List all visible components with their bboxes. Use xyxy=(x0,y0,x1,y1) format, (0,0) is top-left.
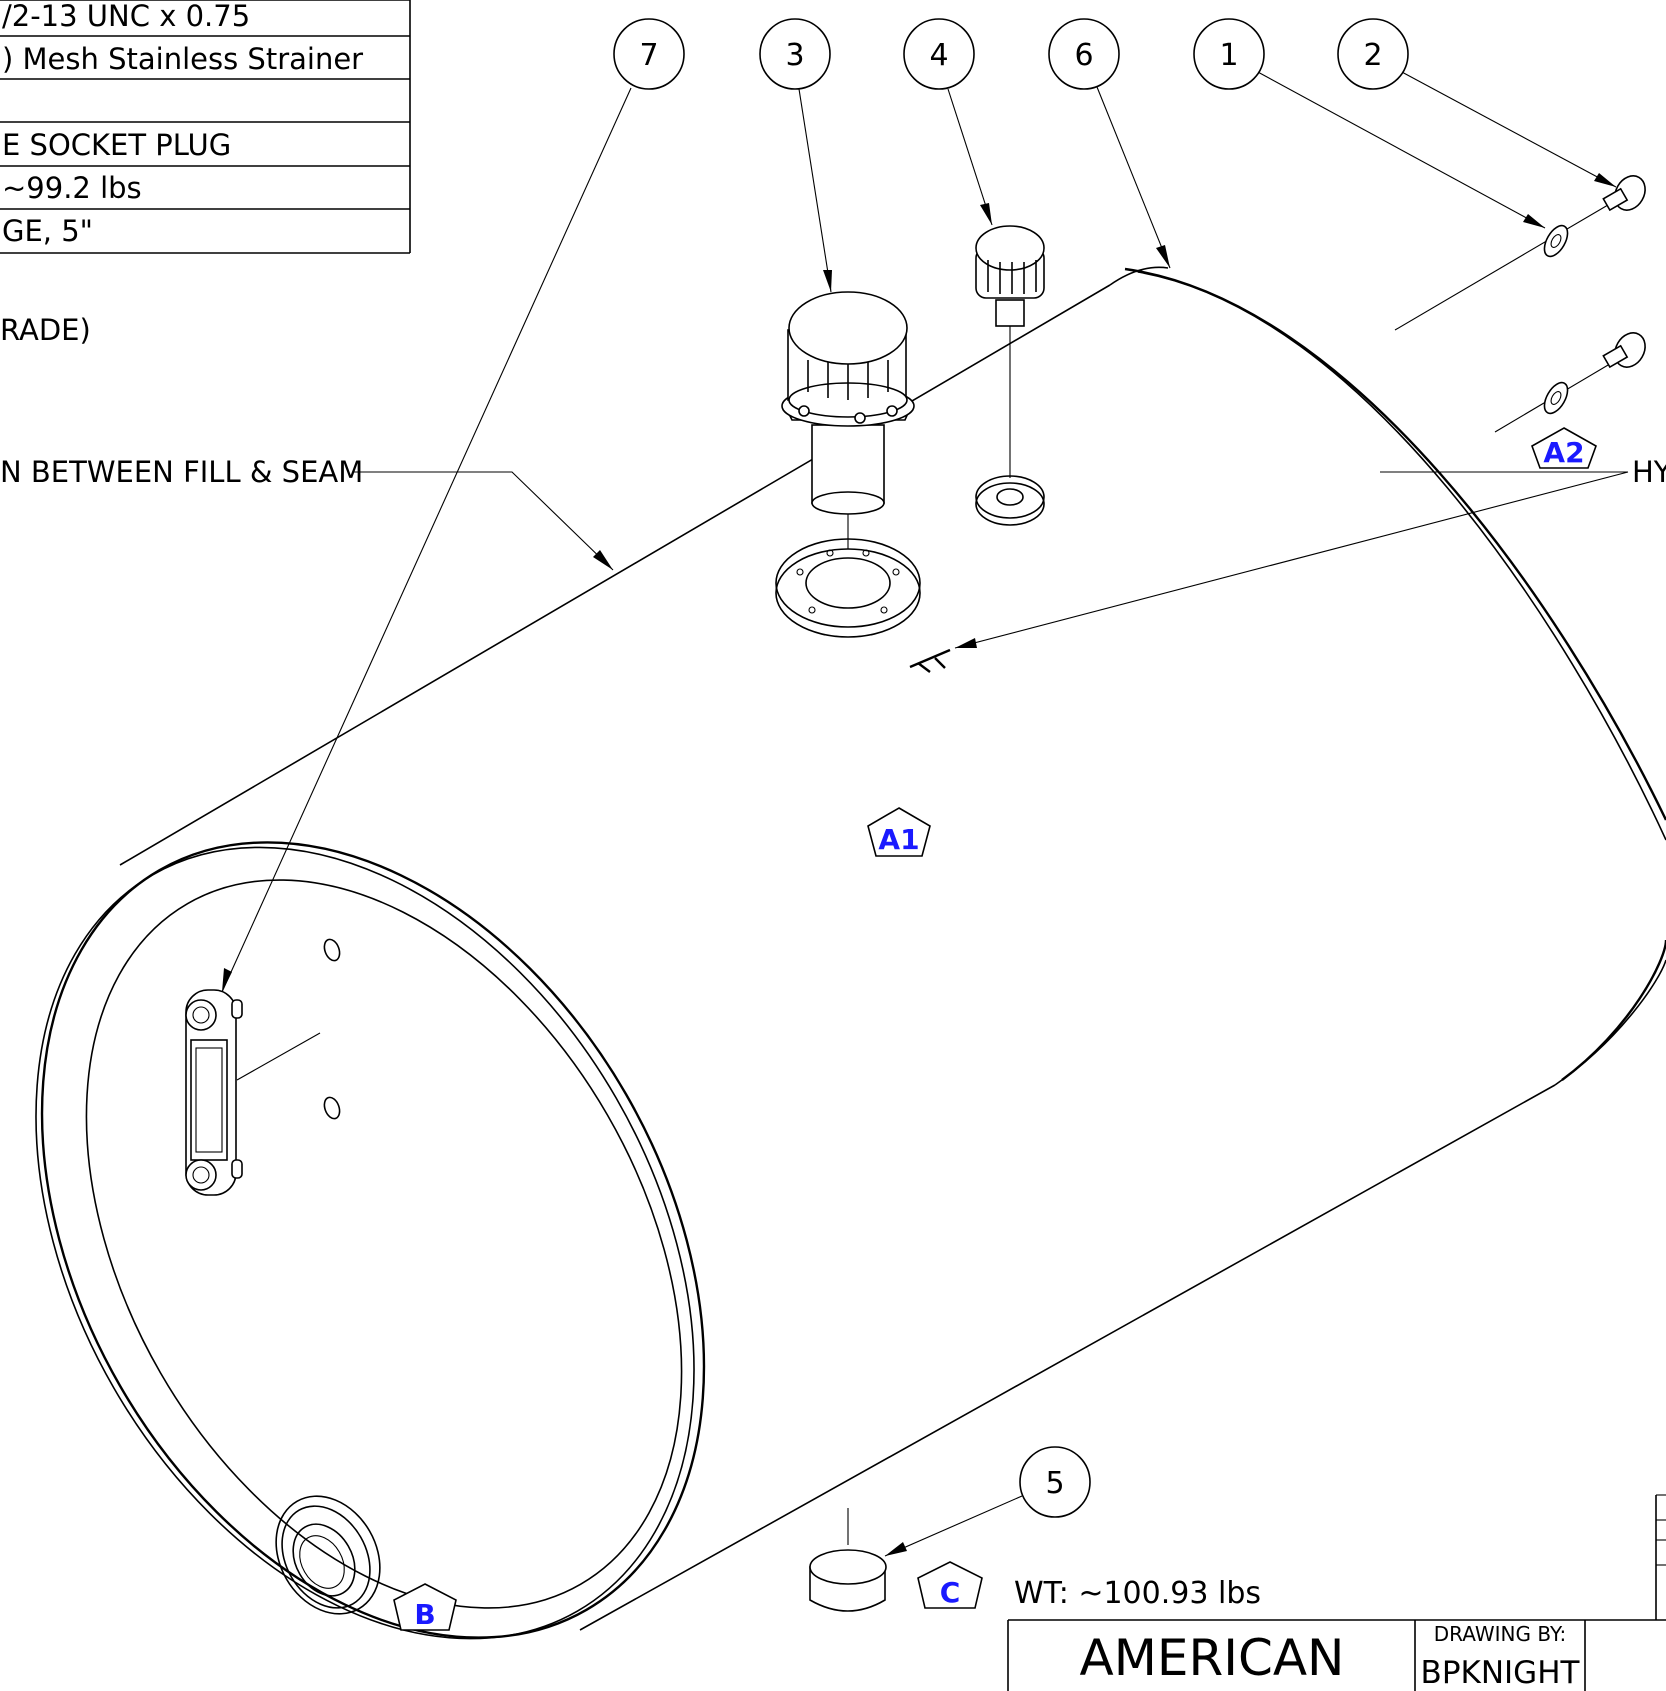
hydro-label-marker xyxy=(909,471,1629,673)
balloon-6: 6 xyxy=(1074,38,1093,73)
tag-a2: A2 xyxy=(1543,436,1584,469)
bottom-plug xyxy=(809,1508,887,1612)
seam-note: N BETWEEN FILL & SEAM xyxy=(0,455,363,489)
weight-label: WT: ~100.93 lbs xyxy=(1014,1576,1261,1611)
company-name: AMERICAN xyxy=(1080,1629,1345,1687)
bom-table: /2-13 UNC x 0.75 ) Mesh Stainless Strain… xyxy=(0,0,411,254)
bom-row-4: E SOCKET PLUG xyxy=(2,128,231,162)
drawing-by-value: BPKNIGHT xyxy=(1421,1655,1581,1691)
sight-gauge xyxy=(185,989,243,1196)
bom-row-2: ) Mesh Stainless Strainer xyxy=(2,42,363,76)
tank-body xyxy=(35,266,1666,1640)
tag-a1: A1 xyxy=(878,823,919,856)
drawing-by-label: DRAWING BY: xyxy=(1434,1622,1567,1646)
title-block: AMERICAN DRAWING BY: BPKNIGHT xyxy=(1007,1494,1666,1691)
bom-row-5: ~99.2 lbs xyxy=(2,171,142,205)
revision-tags: A1 A2 B C xyxy=(393,427,1597,1631)
fill-cap-assembly xyxy=(775,291,921,638)
balloon-4: 4 xyxy=(929,38,948,73)
balloon-7: 7 xyxy=(639,38,658,73)
balloon-1: 1 xyxy=(1219,38,1238,73)
seam-leader xyxy=(352,471,614,571)
grade-note: RADE) xyxy=(0,313,91,347)
balloon-3: 3 xyxy=(785,38,804,73)
balloon-5: 5 xyxy=(1045,1466,1064,1501)
right-note: HY xyxy=(1632,455,1666,489)
tag-b: B xyxy=(414,1598,435,1631)
balloon-2: 2 xyxy=(1363,38,1382,73)
bom-row-6: GE, 5" xyxy=(2,214,93,248)
breather-assembly xyxy=(975,225,1045,526)
tag-c: C xyxy=(940,1576,961,1609)
seam-leader-arrow xyxy=(593,550,613,570)
balloons: 7 3 4 6 1 2 5 xyxy=(221,18,1617,1557)
bom-row-1: /2-13 UNC x 0.75 xyxy=(2,0,250,33)
fasteners xyxy=(1394,175,1646,433)
